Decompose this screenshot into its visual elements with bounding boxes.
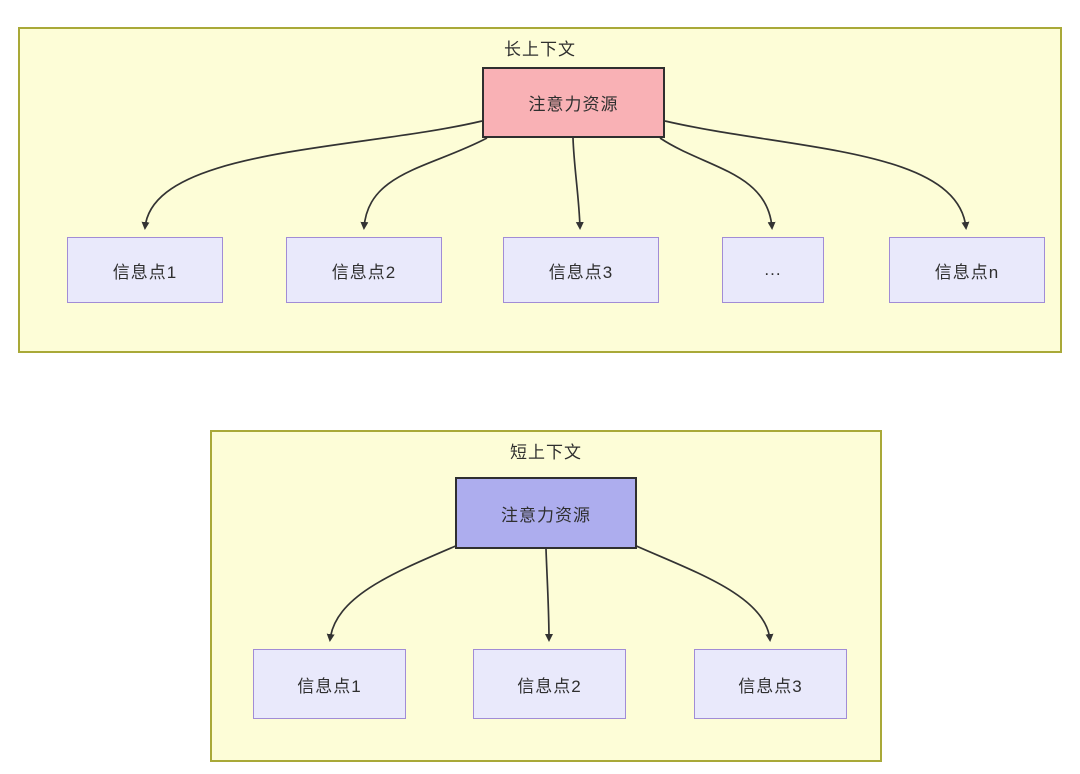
info-point-1-long: 信息点1 [67, 237, 223, 303]
info-point-1-short: 信息点1 [253, 649, 406, 719]
info-point-n-long: 信息点n [889, 237, 1045, 303]
info-point-2-short: 信息点2 [473, 649, 626, 719]
attention-resource-node-short: 注意力资源 [455, 477, 637, 549]
short-context-title: 短上下文 [510, 443, 582, 462]
info-point-ellipsis-long: ... [722, 237, 824, 303]
info-point-3-long: 信息点3 [503, 237, 659, 303]
attention-resource-node-long: 注意力资源 [482, 67, 665, 138]
long-context-title: 长上下文 [504, 40, 576, 59]
info-point-2-long: 信息点2 [286, 237, 442, 303]
info-point-3-short: 信息点3 [694, 649, 847, 719]
